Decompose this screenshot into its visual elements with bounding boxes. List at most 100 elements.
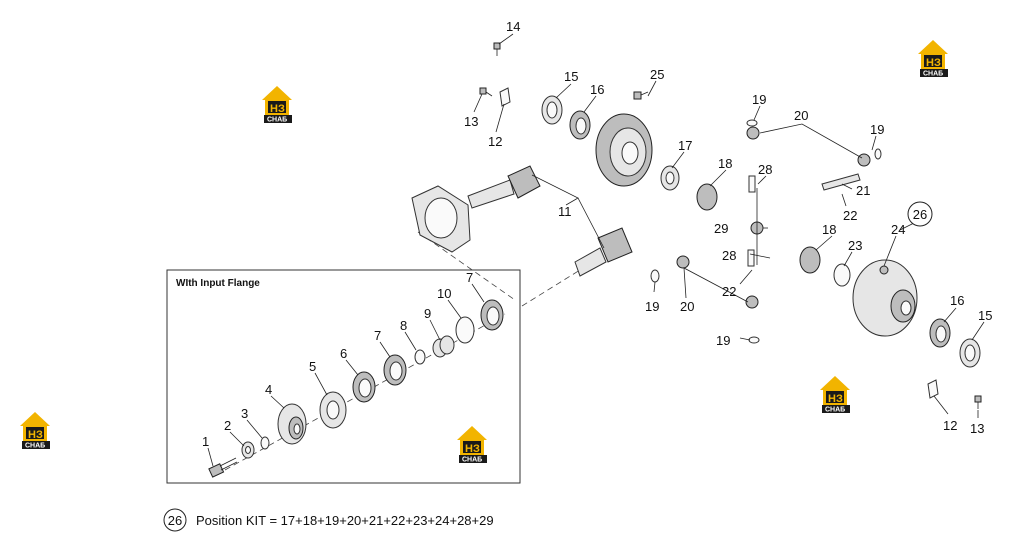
svg-text:НЗ: НЗ <box>28 429 43 441</box>
part-drive-pinion <box>467 165 541 209</box>
callout-4: 4 <box>265 382 272 397</box>
callout-11: 11 <box>558 204 572 219</box>
watermark-logo: НЗ СНАБ <box>20 412 50 450</box>
axis-line <box>521 269 581 307</box>
part-washer <box>241 441 255 459</box>
callout-9: 9 <box>424 306 431 321</box>
kit-callout-circle <box>907 201 933 227</box>
kit-legend: 26 Position KIT = 17+18+19+20+21+22+23+2… <box>163 508 494 532</box>
callout-18: 18 <box>822 222 836 237</box>
part-differential-case <box>852 259 918 337</box>
svg-text:НЗ: НЗ <box>270 103 285 115</box>
part-pinion-gear <box>857 153 871 167</box>
callout-15: 15 <box>564 69 578 84</box>
part-side-gear <box>799 246 821 274</box>
callout-19: 19 <box>870 122 884 137</box>
leader-lines <box>207 33 985 467</box>
callout-22: 22 <box>843 208 857 223</box>
svg-text:СНАБ: СНАБ <box>267 117 287 124</box>
callout-7: 7 <box>466 270 473 285</box>
kit-description: Position KIT = 17+18+19+20+21+22+23+24+2… <box>196 513 494 528</box>
watermark-logo: НЗ СНАБ <box>457 426 487 464</box>
part-pinion-gear <box>676 255 690 269</box>
inset-title: WIth Input Flange <box>176 278 260 289</box>
callout-13: 13 <box>464 114 478 129</box>
part-bearing <box>569 110 591 140</box>
kit-number-circle <box>163 508 187 532</box>
callout-16: 16 <box>950 293 964 308</box>
part-bolt <box>208 457 238 478</box>
callout-22: 22 <box>722 284 736 299</box>
svg-text:СНАБ: СНАБ <box>825 407 845 414</box>
kit-number: 26 <box>168 513 182 528</box>
callout-7: 7 <box>374 328 381 343</box>
callout-29: 29 <box>714 221 728 236</box>
part-washer <box>650 269 660 283</box>
part-drive-pinion <box>574 227 633 277</box>
part-lock-plate <box>927 379 939 399</box>
part-bearing <box>959 338 981 368</box>
part-bolt <box>479 87 493 97</box>
part-pin <box>748 175 756 193</box>
part-thrust-washer <box>833 263 851 287</box>
watermark-logo: НЗ СНАБ <box>820 376 850 414</box>
callout-5: 5 <box>309 359 316 374</box>
inset-frame <box>166 269 521 484</box>
callout-14: 14 <box>506 19 520 34</box>
part-bolt <box>633 91 649 100</box>
callout-15: 15 <box>978 308 992 323</box>
callout-17: 17 <box>678 138 692 153</box>
part-bearing <box>383 354 407 386</box>
part-pinion-shaft <box>821 173 861 191</box>
part-bearing <box>541 95 563 125</box>
callout-labels: 1 2 3 4 5 6 7 7 8 9 10 11 12 12 13 13 14… <box>202 19 992 449</box>
svg-text:НЗ: НЗ <box>926 57 941 69</box>
part-cover-plate <box>411 185 471 253</box>
svg-text:НЗ: НЗ <box>465 443 480 455</box>
watermark-logo: НЗ СНАБ <box>262 86 292 124</box>
part-o-ring <box>260 436 270 450</box>
svg-text:СНАБ: СНАБ <box>462 457 482 464</box>
part-washer <box>874 148 882 160</box>
callout-21: 21 <box>856 183 870 198</box>
callout-16: 16 <box>590 82 604 97</box>
part-shim <box>455 316 475 344</box>
svg-text:СНАБ: СНАБ <box>923 71 943 78</box>
callout-18: 18 <box>718 156 732 171</box>
part-bearing <box>929 318 951 348</box>
callout-12: 12 <box>943 418 957 433</box>
callout-26: 26 <box>913 207 927 222</box>
part-bolt <box>974 395 982 409</box>
callout-8: 8 <box>400 318 407 333</box>
part-spacer <box>432 335 455 358</box>
part-bolt <box>493 42 501 56</box>
callout-19: 19 <box>716 333 730 348</box>
part-snap-ring <box>414 349 426 365</box>
svg-text:НЗ: НЗ <box>828 393 843 405</box>
callout-28: 28 <box>758 162 772 177</box>
callout-12: 12 <box>488 134 502 149</box>
callout-20: 20 <box>794 108 808 123</box>
part-ring-gear <box>595 113 653 187</box>
svg-text:СНАБ: СНАБ <box>25 443 45 450</box>
callout-10: 10 <box>437 286 451 301</box>
watermark-logo: НЗ СНАБ <box>918 40 948 78</box>
callout-28: 28 <box>722 248 736 263</box>
callout-2: 2 <box>224 418 231 433</box>
callout-3: 3 <box>241 406 248 421</box>
part-pinion-gear <box>746 126 760 140</box>
part-bearing <box>480 299 504 331</box>
callout-24: 24 <box>891 222 905 237</box>
callout-19: 19 <box>645 299 659 314</box>
part-bearing <box>352 371 376 403</box>
part-washer <box>748 336 760 344</box>
callout-25: 25 <box>650 67 664 82</box>
callout-6: 6 <box>340 346 347 361</box>
part-input-flange <box>277 403 307 445</box>
callout-20: 20 <box>680 299 694 314</box>
callout-13: 13 <box>970 421 984 436</box>
part-pin <box>747 249 755 267</box>
callout-23: 23 <box>848 238 862 253</box>
callout-19: 19 <box>752 92 766 107</box>
